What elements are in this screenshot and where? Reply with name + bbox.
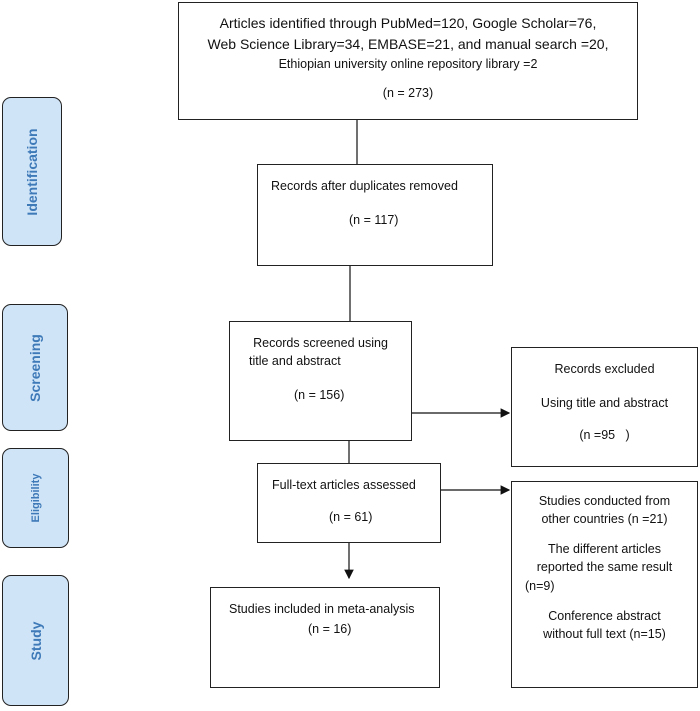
excluded-reason-3-line-2: without full text (n=15) <box>543 626 666 641</box>
screened-line-1: Records screened using <box>253 336 388 350</box>
identified-line-1: Articles identified through PubMed=120, … <box>219 15 597 31</box>
excluded-subtitle: Using title and abstract <box>540 396 669 411</box>
box-full-text-assessed: Full-text articles assessed (n = 61) <box>257 463 441 543</box>
duplicates-title: Records after duplicates removed <box>271 179 458 193</box>
box-records-excluded: Records excluded Using title and abstrac… <box>511 347 698 467</box>
excluded-reason-2-line-3: (n=9) <box>525 578 555 593</box>
identified-line-3: Ethiopian university online repository l… <box>278 57 538 71</box>
excluded-title: Records excluded <box>554 362 655 376</box>
excluded-reason-2-line-1: The different articles <box>547 542 662 557</box>
box-studies-included: Studies included in meta-analysis (n = 1… <box>210 587 440 688</box>
box-records-screened: Records screened using title and abstrac… <box>229 321 412 441</box>
identified-count: (n = 273) <box>382 85 434 100</box>
full-text-title: Full-text articles assessed <box>272 478 416 492</box>
phase-study-label: Study <box>2 575 69 706</box>
phase-study-text: Study <box>27 621 44 660</box>
identified-line-2: Web Science Library=34, EMBASE=21, and m… <box>207 36 609 52</box>
phase-eligibility-label: Eligibility <box>2 448 69 548</box>
excluded-reason-3-line-1: Conference abstract <box>548 608 661 623</box>
screened-line-2: title and abstract <box>249 354 341 369</box>
included-title: Studies included in meta-analysis <box>229 602 415 616</box>
phase-identification-label: Identification <box>2 97 62 246</box>
box-articles-identified: Articles identified through PubMed=120, … <box>178 2 638 120</box>
box-duplicates-removed: Records after duplicates removed (n = 11… <box>257 164 493 266</box>
excluded-reason-1-line-2: other countries (n =21) <box>541 512 668 527</box>
excluded-count: (n =95 ) <box>579 428 630 443</box>
excluded-reason-2-line-2: reported the same result <box>536 560 673 575</box>
phase-eligibility-text: Eligibility <box>29 473 42 523</box>
screened-count: (n = 156) <box>294 388 345 403</box>
duplicates-count: (n = 117) <box>349 213 399 228</box>
phase-identification-text: Identification <box>24 127 40 216</box>
excluded-reason-1-line-1: Studies conducted from <box>538 494 671 508</box>
phase-screening-text: Screening <box>27 333 43 402</box>
box-full-text-excluded: Studies conducted from other countries (… <box>511 481 698 688</box>
phase-screening-label: Screening <box>2 304 68 431</box>
included-count: (n = 16) <box>308 622 352 637</box>
full-text-count: (n = 61) <box>329 510 373 525</box>
